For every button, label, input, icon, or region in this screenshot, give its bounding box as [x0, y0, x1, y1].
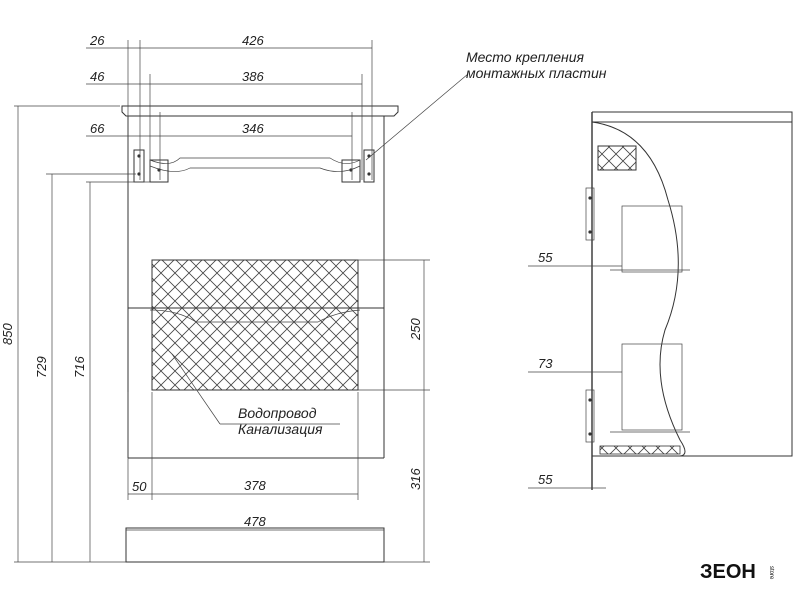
- dim-426: 426: [242, 33, 264, 48]
- utilities-note-line2: Канализация: [238, 421, 323, 437]
- dim-46: 46: [90, 69, 105, 84]
- dim-346: 346: [242, 121, 264, 136]
- mount-leader: [365, 73, 469, 161]
- dim-386: 386: [242, 69, 264, 84]
- dim-66: 66: [90, 121, 105, 136]
- dim-26: 26: [89, 33, 105, 48]
- dim-850: 850: [0, 323, 15, 345]
- mount-note-line2: монтажных пластин: [466, 65, 607, 81]
- mounting-plate-right: [341, 149, 375, 183]
- utilities-note-line1: Водопровод: [238, 405, 317, 421]
- side-view: [528, 111, 793, 490]
- right-dimension-lines: [358, 259, 430, 563]
- utilities-zone: [151, 259, 359, 391]
- logo-text: ЗЕОН: [700, 561, 756, 583]
- plinth: [125, 527, 385, 563]
- zeon-logo: ЗЕОН store: [700, 561, 774, 583]
- logo-small-text: store: [768, 566, 774, 580]
- mount-note-line1: Место крепления: [466, 49, 585, 65]
- countertop: [121, 105, 399, 117]
- dim-316: 316: [408, 468, 423, 490]
- dim-50: 50: [132, 479, 147, 494]
- side-dim-73: 73: [538, 356, 553, 371]
- side-dim-55-bottom: 55: [538, 472, 553, 487]
- dim-716: 716: [72, 356, 87, 378]
- dim-250: 250: [408, 318, 423, 341]
- utilities-leader: [171, 353, 221, 425]
- left-dimension-lines: [14, 105, 150, 563]
- front-view: 26 426 46 386 66 346 850 729 716 250 316: [0, 33, 469, 563]
- top-dimension-extensions: [127, 40, 373, 180]
- bottom-dimension-lines: [126, 392, 384, 531]
- dim-478: 478: [244, 514, 266, 529]
- dim-729: 729: [34, 356, 49, 378]
- side-dim-55-top: 55: [538, 250, 553, 265]
- dim-378: 378: [244, 478, 266, 493]
- mounting-plate-left: [133, 149, 169, 183]
